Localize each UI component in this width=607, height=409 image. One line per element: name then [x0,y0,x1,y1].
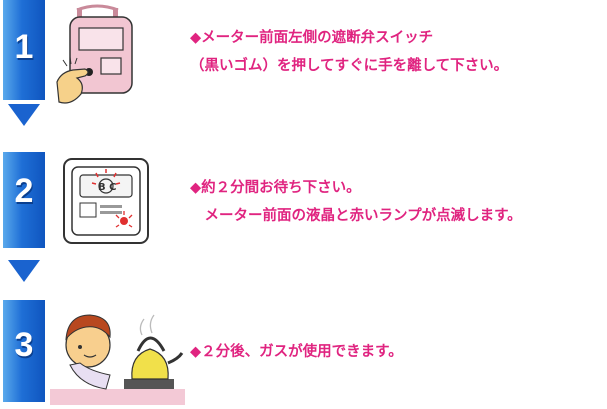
step-1-instruction: ◆メーター前面左側の遮断弁スイッチ （黒いゴム）を押してすぐに手を離して下さい。 [190,24,508,80]
step-3-instruction: ◆２分後、ガスが使用できます。 [190,338,403,366]
meter-display-blinking-illustration: B C [63,158,149,244]
step-1-line-2: （黒いゴム）を押してすぐに手を離して下さい。 [190,58,509,74]
step-3-bar [3,300,45,402]
step-3-line-1: ◆２分後、ガスが使用できます。 [190,344,403,360]
step-2-bar [3,152,45,248]
step-2-instruction: ◆約２分間お待ち下さい。 メーター前面の液晶と赤いランプが点滅します。 [190,174,522,230]
meter-display-text: B C [98,182,116,193]
meter-press-switch-illustration [56,4,133,104]
person-gas-kettle-illustration [50,314,185,405]
step-3-number: 3 [14,326,34,364]
step-2-line-2: メーター前面の液晶と赤いランプが点滅します。 [190,208,522,224]
step-1-number: 1 [14,28,34,66]
step-1-line-1: ◆メーター前面左側の遮断弁スイッチ [190,30,434,46]
step-1-down-arrow-icon [8,104,40,126]
step-1-bar [3,0,45,100]
step-2-down-arrow-icon [8,260,40,282]
step-2-line-1: ◆約２分間お待ち下さい。 [190,180,361,196]
step-2-number: 2 [14,172,34,210]
